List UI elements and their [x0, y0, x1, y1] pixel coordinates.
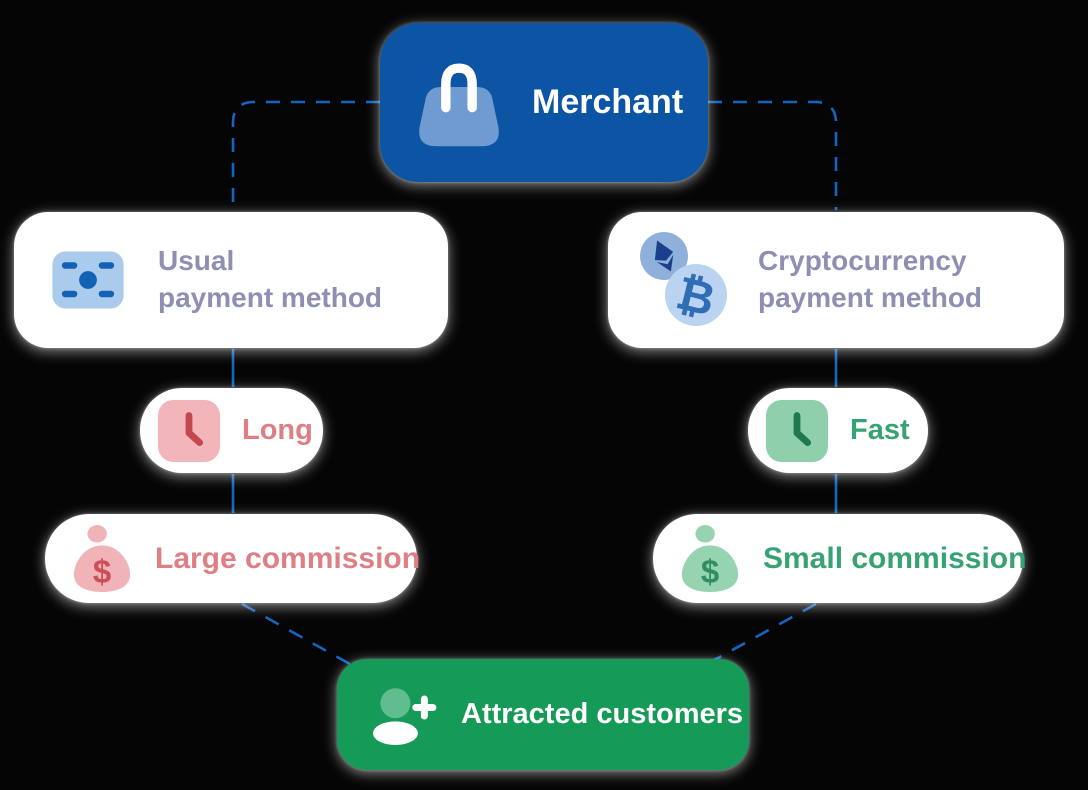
long-node: Long: [140, 388, 323, 473]
connector-small-attracted: [706, 602, 817, 666]
long-label: Long: [242, 414, 313, 446]
merchant-label: Merchant: [532, 83, 684, 121]
crypto-payment-label: Cryptocurrency payment method: [758, 245, 983, 313]
banknote-icon: [50, 249, 126, 311]
shopping-bag-icon: [412, 56, 506, 150]
small-commission-label: Small commission: [763, 541, 1027, 575]
ethereum-bitcoin-coins-icon: ₿: [636, 230, 732, 330]
dollar-symbol: $: [701, 553, 719, 590]
dollar-symbol: $: [93, 553, 111, 590]
attracted-customers-label: Attracted customers: [461, 698, 744, 730]
merchant-node: Merchant: [380, 23, 708, 182]
money-bag-icon: $: [69, 523, 135, 595]
connector-large-attracted: [241, 602, 351, 666]
large-commission-label: Large commission: [155, 541, 421, 575]
large-commission-node: $ Large commission: [45, 514, 421, 603]
money-bag-icon: $: [677, 523, 743, 595]
fast-node: Fast: [748, 388, 928, 473]
clock-icon: [158, 399, 220, 462]
usual-payment-node: Usual payment method: [14, 212, 448, 348]
connector-merchant-crypto: [708, 100, 838, 210]
person-plus-icon: [369, 685, 439, 745]
crypto-payment-node: ₿ Cryptocurrency payment method: [608, 212, 1064, 348]
usual-payment-label: Usual payment method: [158, 245, 383, 313]
connector-merchant-usual: [231, 100, 380, 210]
clock-icon: [766, 399, 828, 462]
small-commission-node: $ Small commission: [653, 514, 1027, 603]
attracted-customers-node: Attracted customers: [337, 659, 749, 770]
fast-label: Fast: [850, 414, 910, 446]
